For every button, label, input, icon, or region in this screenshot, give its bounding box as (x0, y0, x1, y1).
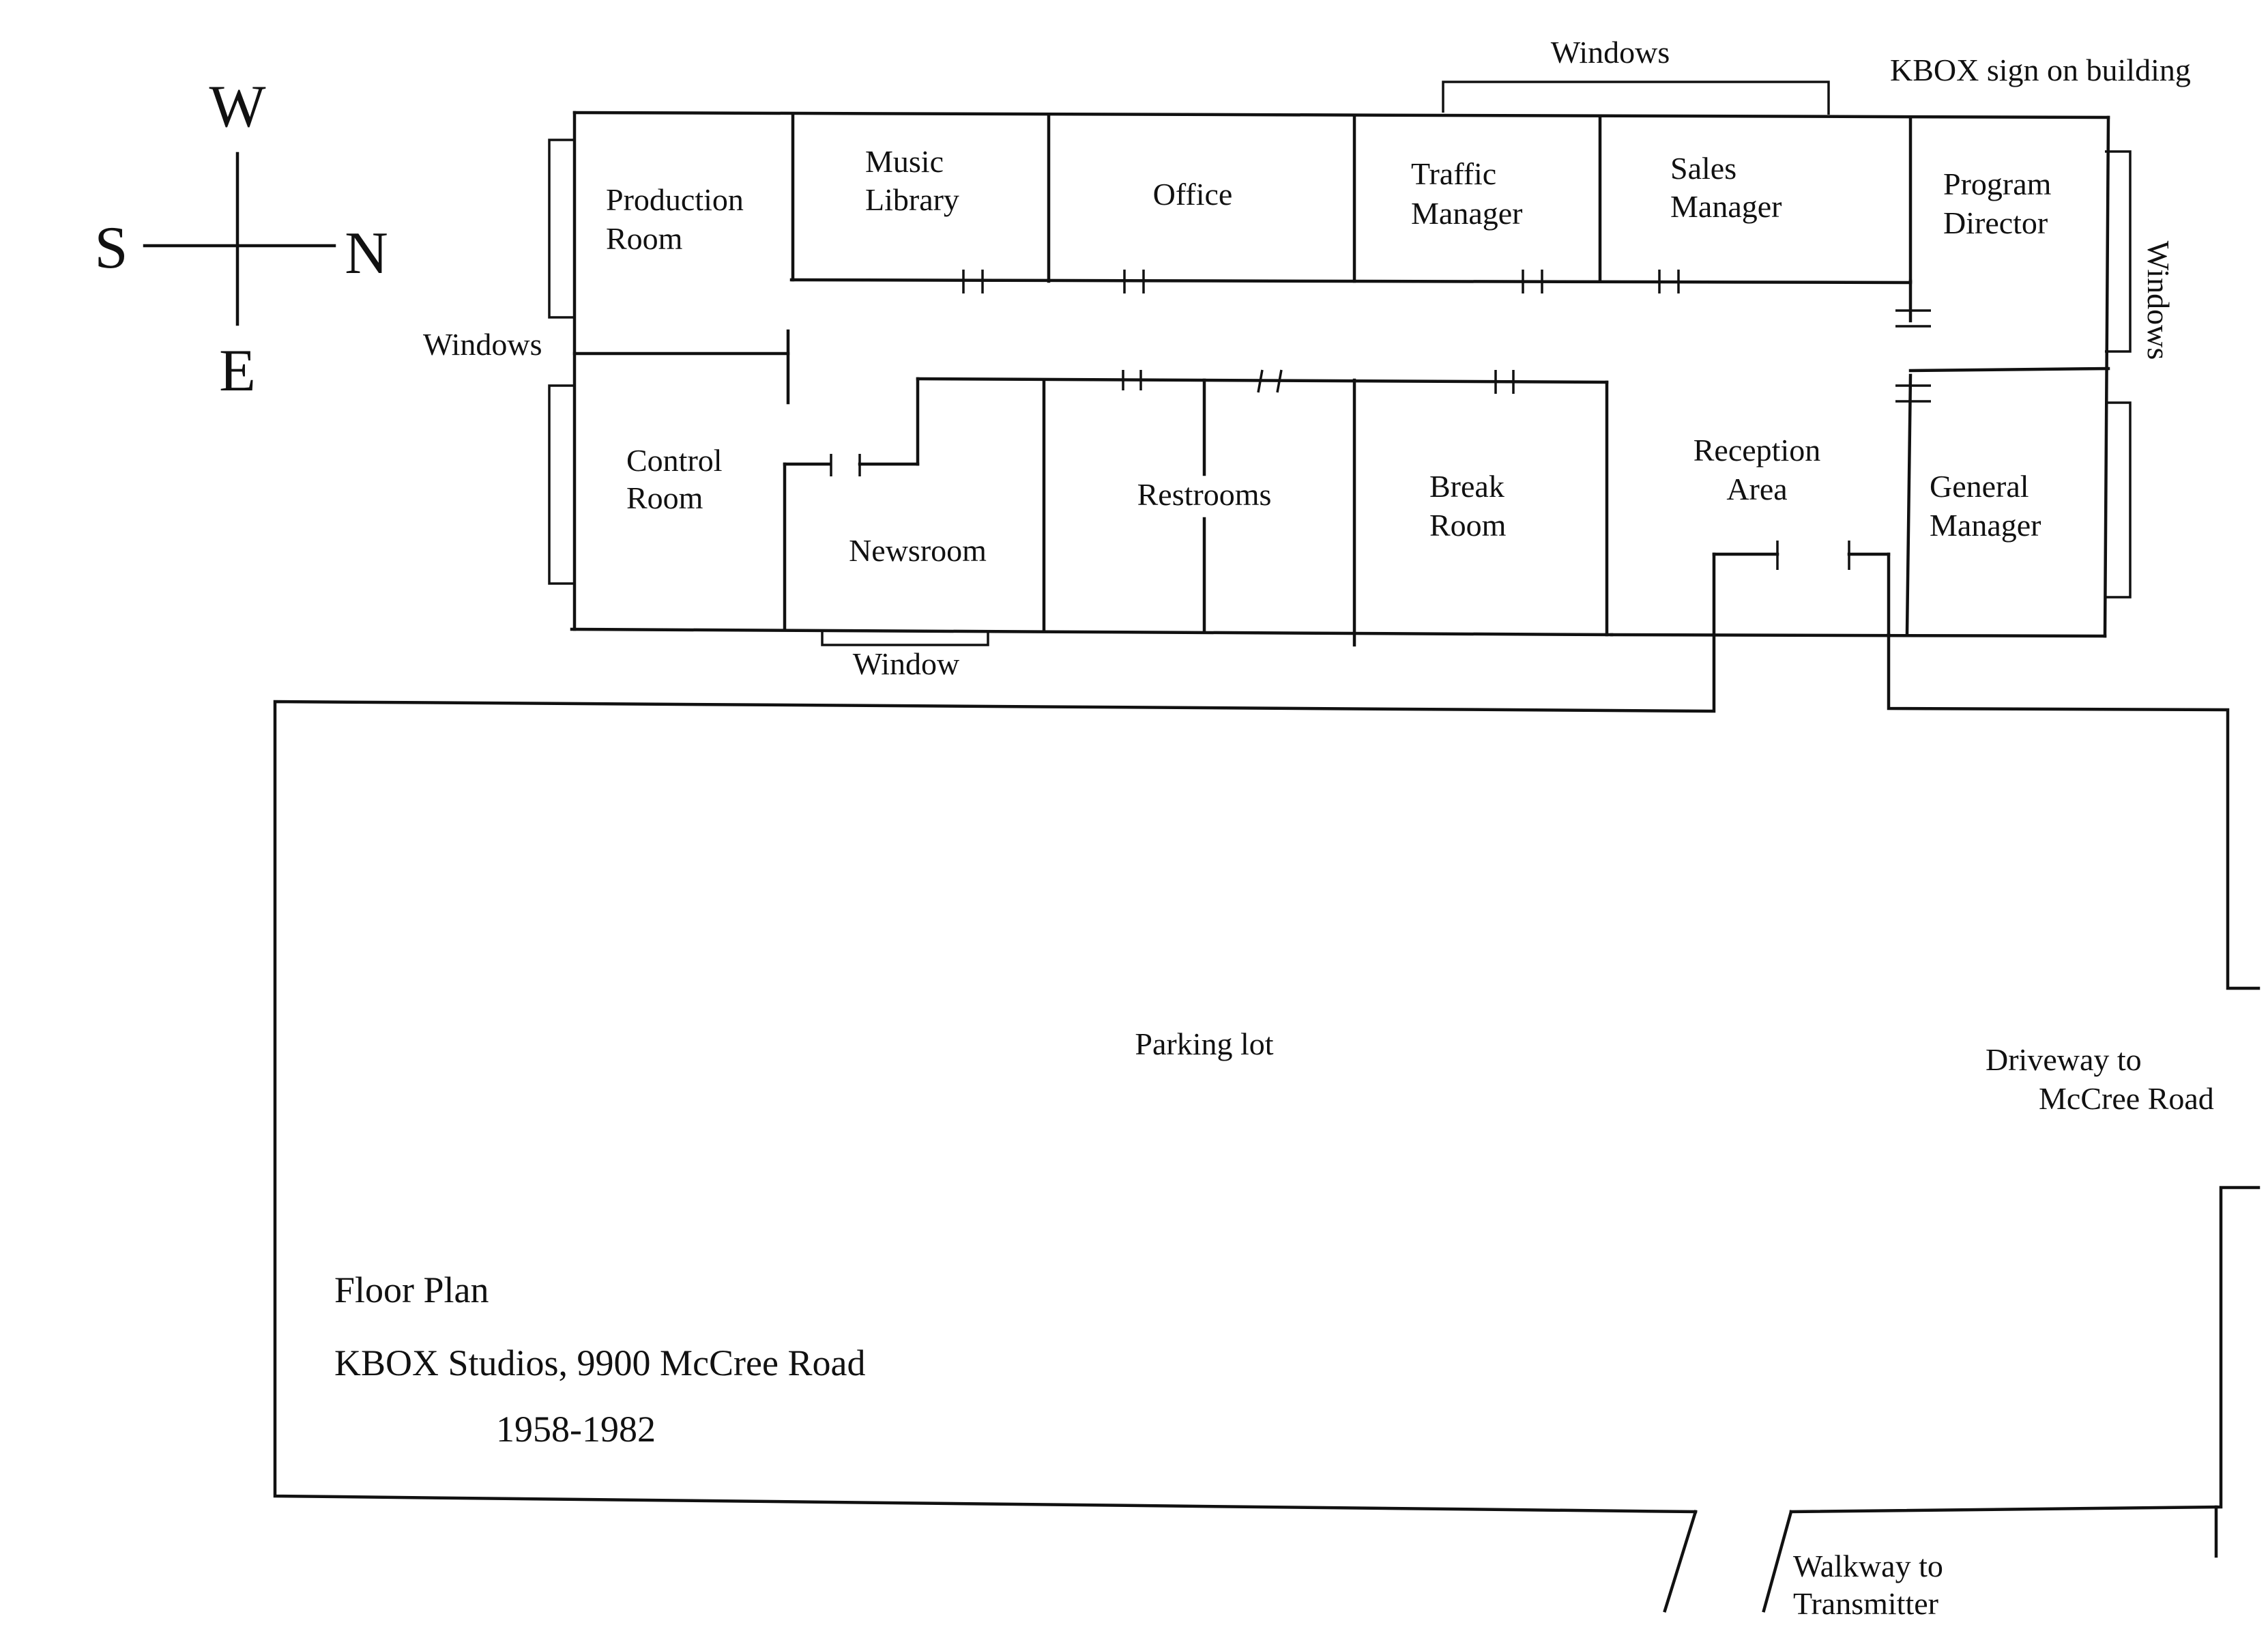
room-label-line: Restrooms (1137, 477, 1272, 512)
room-label-line: Music (865, 144, 944, 179)
room-label-line: Break (1429, 469, 1504, 504)
windows-top-note: Windows (1551, 35, 1670, 70)
parking-lot-label: Parking lot (1135, 1026, 1273, 1061)
room-label-line: Manager (1930, 508, 2041, 543)
room-production: Production Room (606, 182, 744, 256)
kbox-sign-note: KBOX sign on building (1890, 53, 2191, 87)
room-label-line: Control (626, 443, 723, 478)
room-restrooms: Restrooms (1137, 477, 1272, 512)
room-label-line: Program (1943, 167, 2052, 201)
plan-caption: Floor Plan KBOX Studios, 9900 McCree Roa… (334, 1269, 865, 1450)
walkway-label-line: Transmitter (1793, 1586, 1938, 1621)
door-marks (830, 270, 1931, 570)
site-boundaries (273, 552, 2260, 1613)
room-label-line: Traffic (1411, 156, 1496, 191)
room-break: Break Room (1429, 469, 1507, 543)
room-sales-manager: Sales Manager (1670, 151, 1782, 224)
room-label-line: Room (1429, 508, 1507, 543)
room-traffic-manager: Traffic Manager (1411, 156, 1522, 231)
room-control: Control Room (626, 443, 723, 515)
compass-south: S (95, 215, 128, 281)
room-label-line: Office (1153, 177, 1233, 212)
room-label-line: Reception (1693, 433, 1821, 468)
room-label-line: Room (606, 221, 683, 256)
room-label-line: Newsroom (849, 533, 987, 568)
building-walls (570, 111, 2110, 647)
caption-years: 1958-1982 (496, 1409, 656, 1450)
compass-rose: W E S N (95, 74, 388, 404)
room-general-manager: General Manager (1930, 469, 2041, 543)
compass-east: E (219, 338, 256, 404)
room-program-director: Program Director (1943, 167, 2052, 240)
room-label-line: Manager (1670, 189, 1782, 224)
caption-address: KBOX Studios, 9900 McCree Road (334, 1342, 865, 1383)
room-music-library: Music Library (865, 144, 959, 217)
windows-right-note: Windows (2141, 241, 2176, 360)
compass-west: W (209, 74, 265, 140)
window-brackets (548, 81, 2132, 646)
caption-title: Floor Plan (334, 1269, 489, 1310)
walkway-label-line: Walkway to (1793, 1549, 1943, 1583)
driveway-label-line: McCree Road (2039, 1081, 2214, 1116)
room-label-line: Production (606, 182, 744, 217)
room-label-line: General (1930, 469, 2029, 504)
windows-left-note: Windows (423, 327, 542, 362)
driveway-label-line: Driveway to (1986, 1042, 2142, 1077)
room-reception: Reception Area (1693, 433, 1821, 506)
room-label-line: Director (1943, 205, 2048, 240)
compass-north: N (345, 220, 388, 287)
room-label-line: Sales (1670, 151, 1736, 186)
room-label-line: Room (626, 480, 703, 515)
room-newsroom: Newsroom (849, 533, 987, 568)
window-bottom-note: Window (853, 646, 960, 681)
room-label-line: Manager (1411, 196, 1522, 231)
room-label-line: Area (1726, 472, 1787, 506)
room-office: Office (1153, 177, 1233, 212)
room-label-line: Library (865, 182, 959, 217)
